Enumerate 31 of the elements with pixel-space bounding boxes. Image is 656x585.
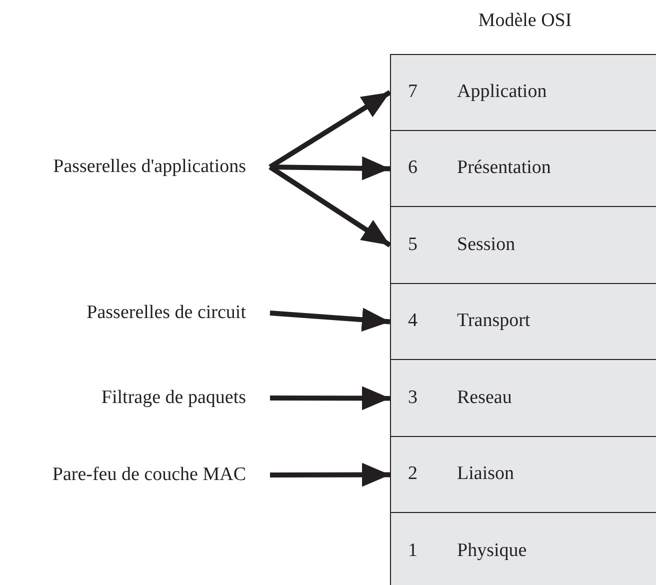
layer-number: 7 — [408, 81, 418, 104]
layer-name: Présentation — [457, 157, 551, 180]
arrow — [270, 462, 390, 487]
firewall-type-label: Pare-feu de couche MAC — [0, 461, 270, 489]
arrow — [268, 164, 392, 248]
layer-number: 5 — [408, 234, 418, 256]
layer-box — [390, 284, 656, 360]
layer-name: Session — [457, 234, 516, 256]
layer-box — [390, 54, 656, 130]
arrow — [268, 90, 392, 170]
arrow — [270, 386, 390, 410]
model-heading: Modèle OSI — [477, 10, 573, 32]
layer-number: 2 — [408, 463, 418, 486]
firewall-type-label: Passerelles d'applications — [0, 153, 270, 181]
layer-name: Reseau — [457, 386, 512, 409]
layer-name: Liaison — [457, 463, 514, 486]
layer-box — [390, 360, 656, 436]
layer-name: Application — [457, 81, 547, 104]
arrow — [270, 308, 390, 332]
layer-box — [390, 513, 656, 585]
firewall-type-label: Passerelles de circuit — [0, 299, 270, 327]
layer-name: Transport — [457, 310, 530, 332]
layer-number: 3 — [408, 386, 418, 409]
layer-name: Physique — [457, 540, 527, 562]
layer-number: 6 — [408, 157, 418, 180]
layer-number: 1 — [408, 540, 418, 562]
layer-number: 4 — [408, 310, 418, 332]
layer-box — [390, 436, 656, 513]
firewall-type-label: Filtrage de paquets — [0, 384, 270, 412]
layer-box — [390, 207, 656, 284]
layer-box — [390, 130, 656, 207]
